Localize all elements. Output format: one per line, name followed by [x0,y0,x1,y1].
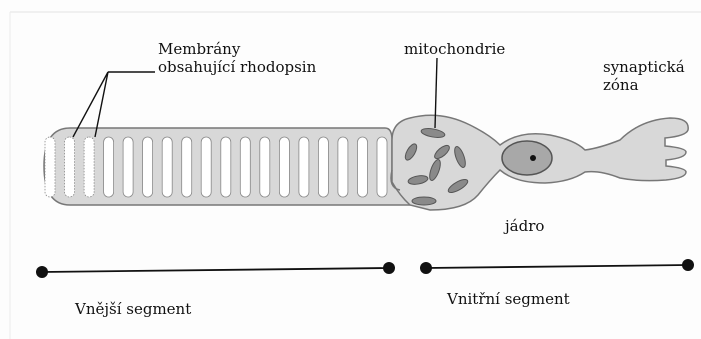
nucleolus [530,155,536,161]
nucleus [502,141,552,175]
membrane-disc [123,137,133,197]
inner-segment-end-dot [682,259,694,271]
membrane-disc [201,137,211,197]
membrane-disc [240,137,250,197]
inner-segment-start-dot [420,262,432,274]
membrane-disc [338,137,348,197]
mitochondrion [412,197,436,205]
membrane-disc [84,137,94,197]
membrane-disc [143,137,153,197]
membrane-disc [318,137,328,197]
outer-segment-start-dot [36,266,48,278]
membrane-disc [279,137,289,197]
outer-segment-label: Vnější segment [75,300,191,318]
membrane-disc [182,137,192,197]
membrane-disc [377,137,387,197]
membrane-disc [358,137,368,197]
membrane-disc [104,137,114,197]
mitochondria-label: mitochondrie [404,40,505,58]
membrane-disc [162,137,172,197]
membrane-disc [299,137,309,197]
outer-segment-end-dot [383,262,395,274]
outer-segment-line [42,268,389,272]
membrane-disc [260,137,270,197]
membrane-disc [65,137,75,197]
nucleus-label: jádro [505,217,544,235]
synaptic-zone-label: synaptická zóna [603,58,683,94]
inner-segment-line [426,265,688,268]
membranes-label: Membrány obsahující rhodopsin [158,40,318,76]
inner-segment-label: Vnitřní segment [447,290,570,308]
membrane-disc [221,137,231,197]
membrane-disc [45,137,55,197]
